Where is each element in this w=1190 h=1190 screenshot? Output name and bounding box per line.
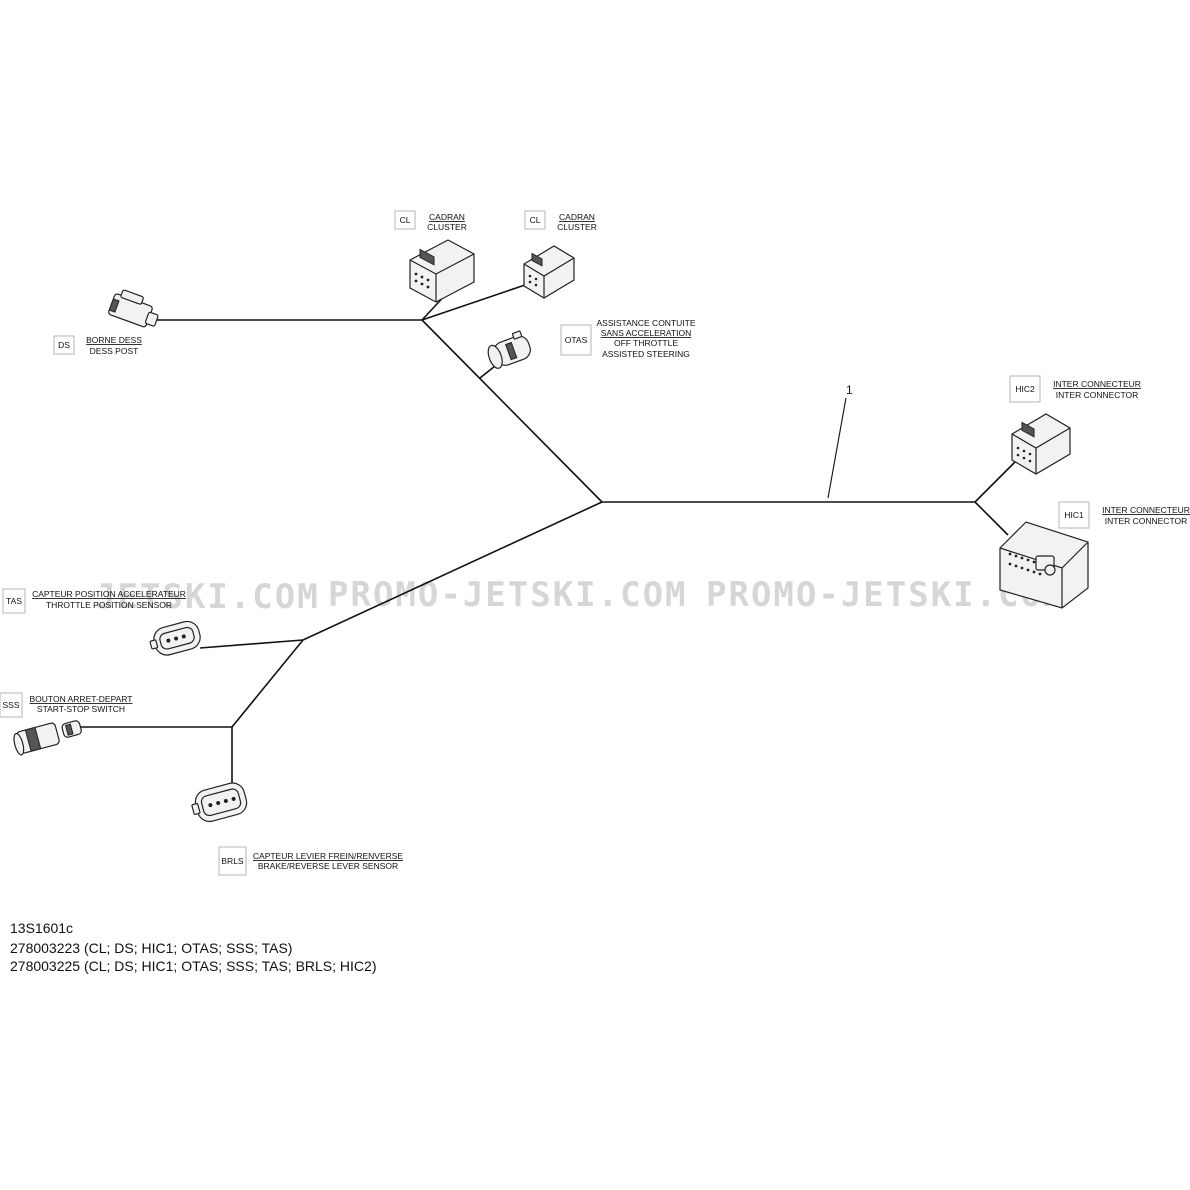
ds-label-en: DESS POST <box>90 346 139 356</box>
hic1-code: HIC1 <box>1064 510 1084 520</box>
otas-label: OTAS ASSISTANCE CONTUITE SANS ACCELERATI… <box>560 318 696 359</box>
wire-tas-branch <box>199 639 304 649</box>
ds-code: DS <box>58 340 70 350</box>
tas-label: TAS CAPTEUR POSITION ACCELERATEUR THROTT… <box>2 588 186 614</box>
diagram-id: 13S1601c <box>10 920 74 936</box>
cl2-label-fr: CADRAN <box>559 212 595 222</box>
hic1-label-fr: INTER CONNECTEUR <box>1102 505 1190 515</box>
cl2-connector-icon <box>523 245 575 299</box>
otas-code: OTAS <box>565 335 588 345</box>
hic2-connector-icon <box>1011 413 1071 475</box>
hic2-label: HIC2 INTER CONNECTEUR INTER CONNECTOR <box>1009 375 1141 403</box>
watermark: JETSKI.COM PROMO-JETSKI.COM PROMO-JETSKI… <box>95 575 1064 617</box>
otas-connector-icon <box>487 330 531 369</box>
wire-upper-trunk <box>421 319 603 503</box>
hic2-label-fr: INTER CONNECTEUR <box>1053 379 1141 389</box>
otas-label-en-1: OFF THROTTLE <box>614 338 678 348</box>
sss-code: SSS <box>2 700 19 710</box>
ds-label: DS BORNE DESS DESS POST <box>53 335 142 356</box>
cl1-label: CL CADRAN CLUSTER <box>394 210 467 232</box>
part-number-2: 278003225 (CL; DS; HIC1; OTAS; SSS; TAS;… <box>10 958 377 974</box>
watermark-part-1: JETSKI.COM <box>95 577 320 617</box>
tas-label-fr: CAPTEUR POSITION ACCELERATEUR <box>32 589 186 599</box>
cl2-label-en: CLUSTER <box>557 222 597 232</box>
otas-label-fr-1: ASSISTANCE CONTUITE <box>596 318 695 328</box>
otas-label-fr-2: SANS ACCELERATION <box>601 328 692 338</box>
otas-label-en-2: ASSISTED STEERING <box>602 349 690 359</box>
cl1-label-en: CLUSTER <box>427 222 467 232</box>
callout-leader <box>827 397 847 499</box>
hic2-label-en: INTER CONNECTOR <box>1056 390 1139 400</box>
ds-label-fr: BORNE DESS <box>86 335 142 345</box>
brls-code: BRLS <box>221 856 244 866</box>
hic1-connector-icon <box>999 521 1089 609</box>
wire-hic2-branch <box>974 461 1016 503</box>
brls-connector-icon <box>191 782 248 823</box>
harness-wires <box>80 284 1016 790</box>
sss-label-fr: BOUTON ARRET-DEPART <box>30 694 133 704</box>
part-number-1: 278003223 (CL; DS; HIC1; OTAS; SSS; TAS) <box>10 940 293 956</box>
sss-label: SSS BOUTON ARRET-DEPART START-STOP SWITC… <box>0 692 133 718</box>
cl2-label: CL CADRAN CLUSTER <box>524 210 597 232</box>
tas-connector-icon <box>149 620 201 656</box>
cl1-code: CL <box>400 215 411 225</box>
ds-connector-icon <box>108 289 159 328</box>
wire-lower-trunk <box>302 501 603 641</box>
hic2-code: HIC2 <box>1015 384 1035 394</box>
cl2-code: CL <box>530 215 541 225</box>
cl1-connector-icon <box>409 239 475 303</box>
hic1-label: HIC1 INTER CONNECTEUR INTER CONNECTOR <box>1058 501 1190 529</box>
callout-1: 1 <box>827 383 853 499</box>
wire-cl2-branch <box>421 284 526 321</box>
tas-code: TAS <box>6 596 22 606</box>
sss-switch-icon <box>13 720 82 756</box>
brls-label-fr: CAPTEUR LEVIER FREIN/RENVERSE <box>253 851 404 861</box>
sss-label-en: START-STOP SWITCH <box>37 704 125 714</box>
hic1-label-en: INTER CONNECTOR <box>1105 516 1188 526</box>
cl1-label-fr: CADRAN <box>429 212 465 222</box>
tas-label-en: THROTTLE POSITION SENSOR <box>46 600 172 610</box>
wire-hic1-branch <box>974 501 1009 536</box>
watermark-part-2: PROMO-JETSKI.COM <box>328 575 688 615</box>
brls-label-en: BRAKE/REVERSE LEVER SENSOR <box>258 861 398 871</box>
brls-label: BRLS CAPTEUR LEVIER FREIN/RENVERSE BRAKE… <box>218 846 404 876</box>
wire-lower-sub <box>231 639 304 728</box>
callout-number: 1 <box>846 383 853 397</box>
